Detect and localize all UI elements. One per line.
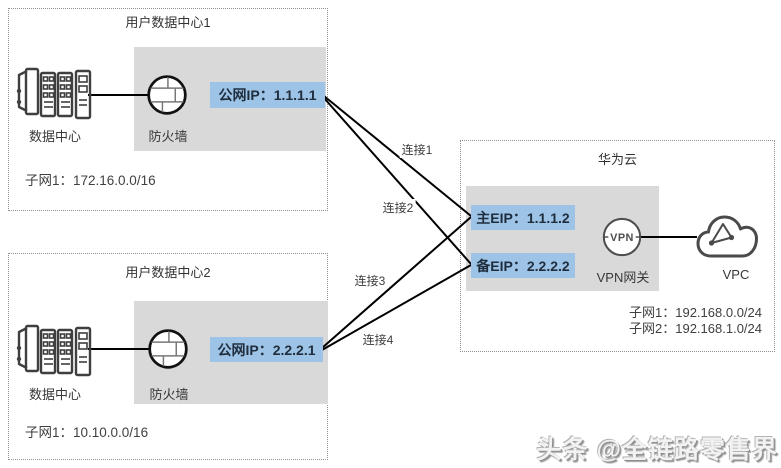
connection-2-line <box>323 97 472 265</box>
dc1-subnet: 子网1：172.16.0.0/16 <box>25 173 156 188</box>
backup-eip-tag: 备EIP：2.2.2.2 <box>471 253 575 278</box>
vpn-gateway-label: VPN网关 <box>596 270 650 285</box>
dc2-public-ip-tag: 公网IP：2.2.2.1 <box>210 337 323 362</box>
vpc-subnet-1: 子网1：192.168.0.0/24 <box>629 305 762 320</box>
dc1-firewall-icon <box>147 75 187 115</box>
dc2-subnet: 子网1：10.10.0.0/16 <box>25 425 149 440</box>
dc2-firewall-icon <box>148 329 188 369</box>
watermark-text: 头条 @全链路零售界 <box>536 436 778 464</box>
dc1-box: 用户数据中心1 数据中心 防火墙 子网1：172.16.0.0/16 <box>8 8 328 211</box>
connection-4-label: 连接4 <box>360 331 396 348</box>
dc2-firewall-label: 防火墙 <box>149 387 189 402</box>
connection-4-line <box>321 264 472 351</box>
vpn-icon-text: VPN <box>610 232 634 244</box>
dc1-datacenter-label: 数据中心 <box>28 129 81 144</box>
connection-3-line <box>321 216 472 349</box>
connection-2-label: 连接2 <box>380 199 416 216</box>
dc1-public-ip-tag: 公网IP：1.1.1.1 <box>210 82 325 108</box>
vpc-subnets: 子网1：192.168.0.0/24 子网2：192.168.1.0/24 <box>629 305 762 337</box>
vpn-gateway-icon: VPN <box>602 217 642 257</box>
vpc-label: VPC <box>722 267 750 282</box>
huawei-cloud-title: 华为云 <box>597 152 637 167</box>
dc1-firewall-label: 防火墙 <box>148 129 188 144</box>
vpc-subnet-2: 子网2：192.168.1.0/24 <box>629 321 762 336</box>
dc1-datacenter-icon <box>16 67 92 120</box>
dc2-datacenter-icon <box>16 324 92 377</box>
dc1-title: 用户数据中心1 <box>125 15 211 30</box>
vpc-cloud-icon <box>696 215 758 258</box>
dc2-datacenter-label: 数据中心 <box>28 387 81 402</box>
dc2-title: 用户数据中心2 <box>125 265 211 280</box>
connection-3-label: 连接3 <box>352 272 388 289</box>
connection-1-label: 连接1 <box>399 141 435 158</box>
connection-1-line <box>323 95 472 217</box>
primary-eip-tag: 主EIP：1.1.1.2 <box>471 205 575 230</box>
